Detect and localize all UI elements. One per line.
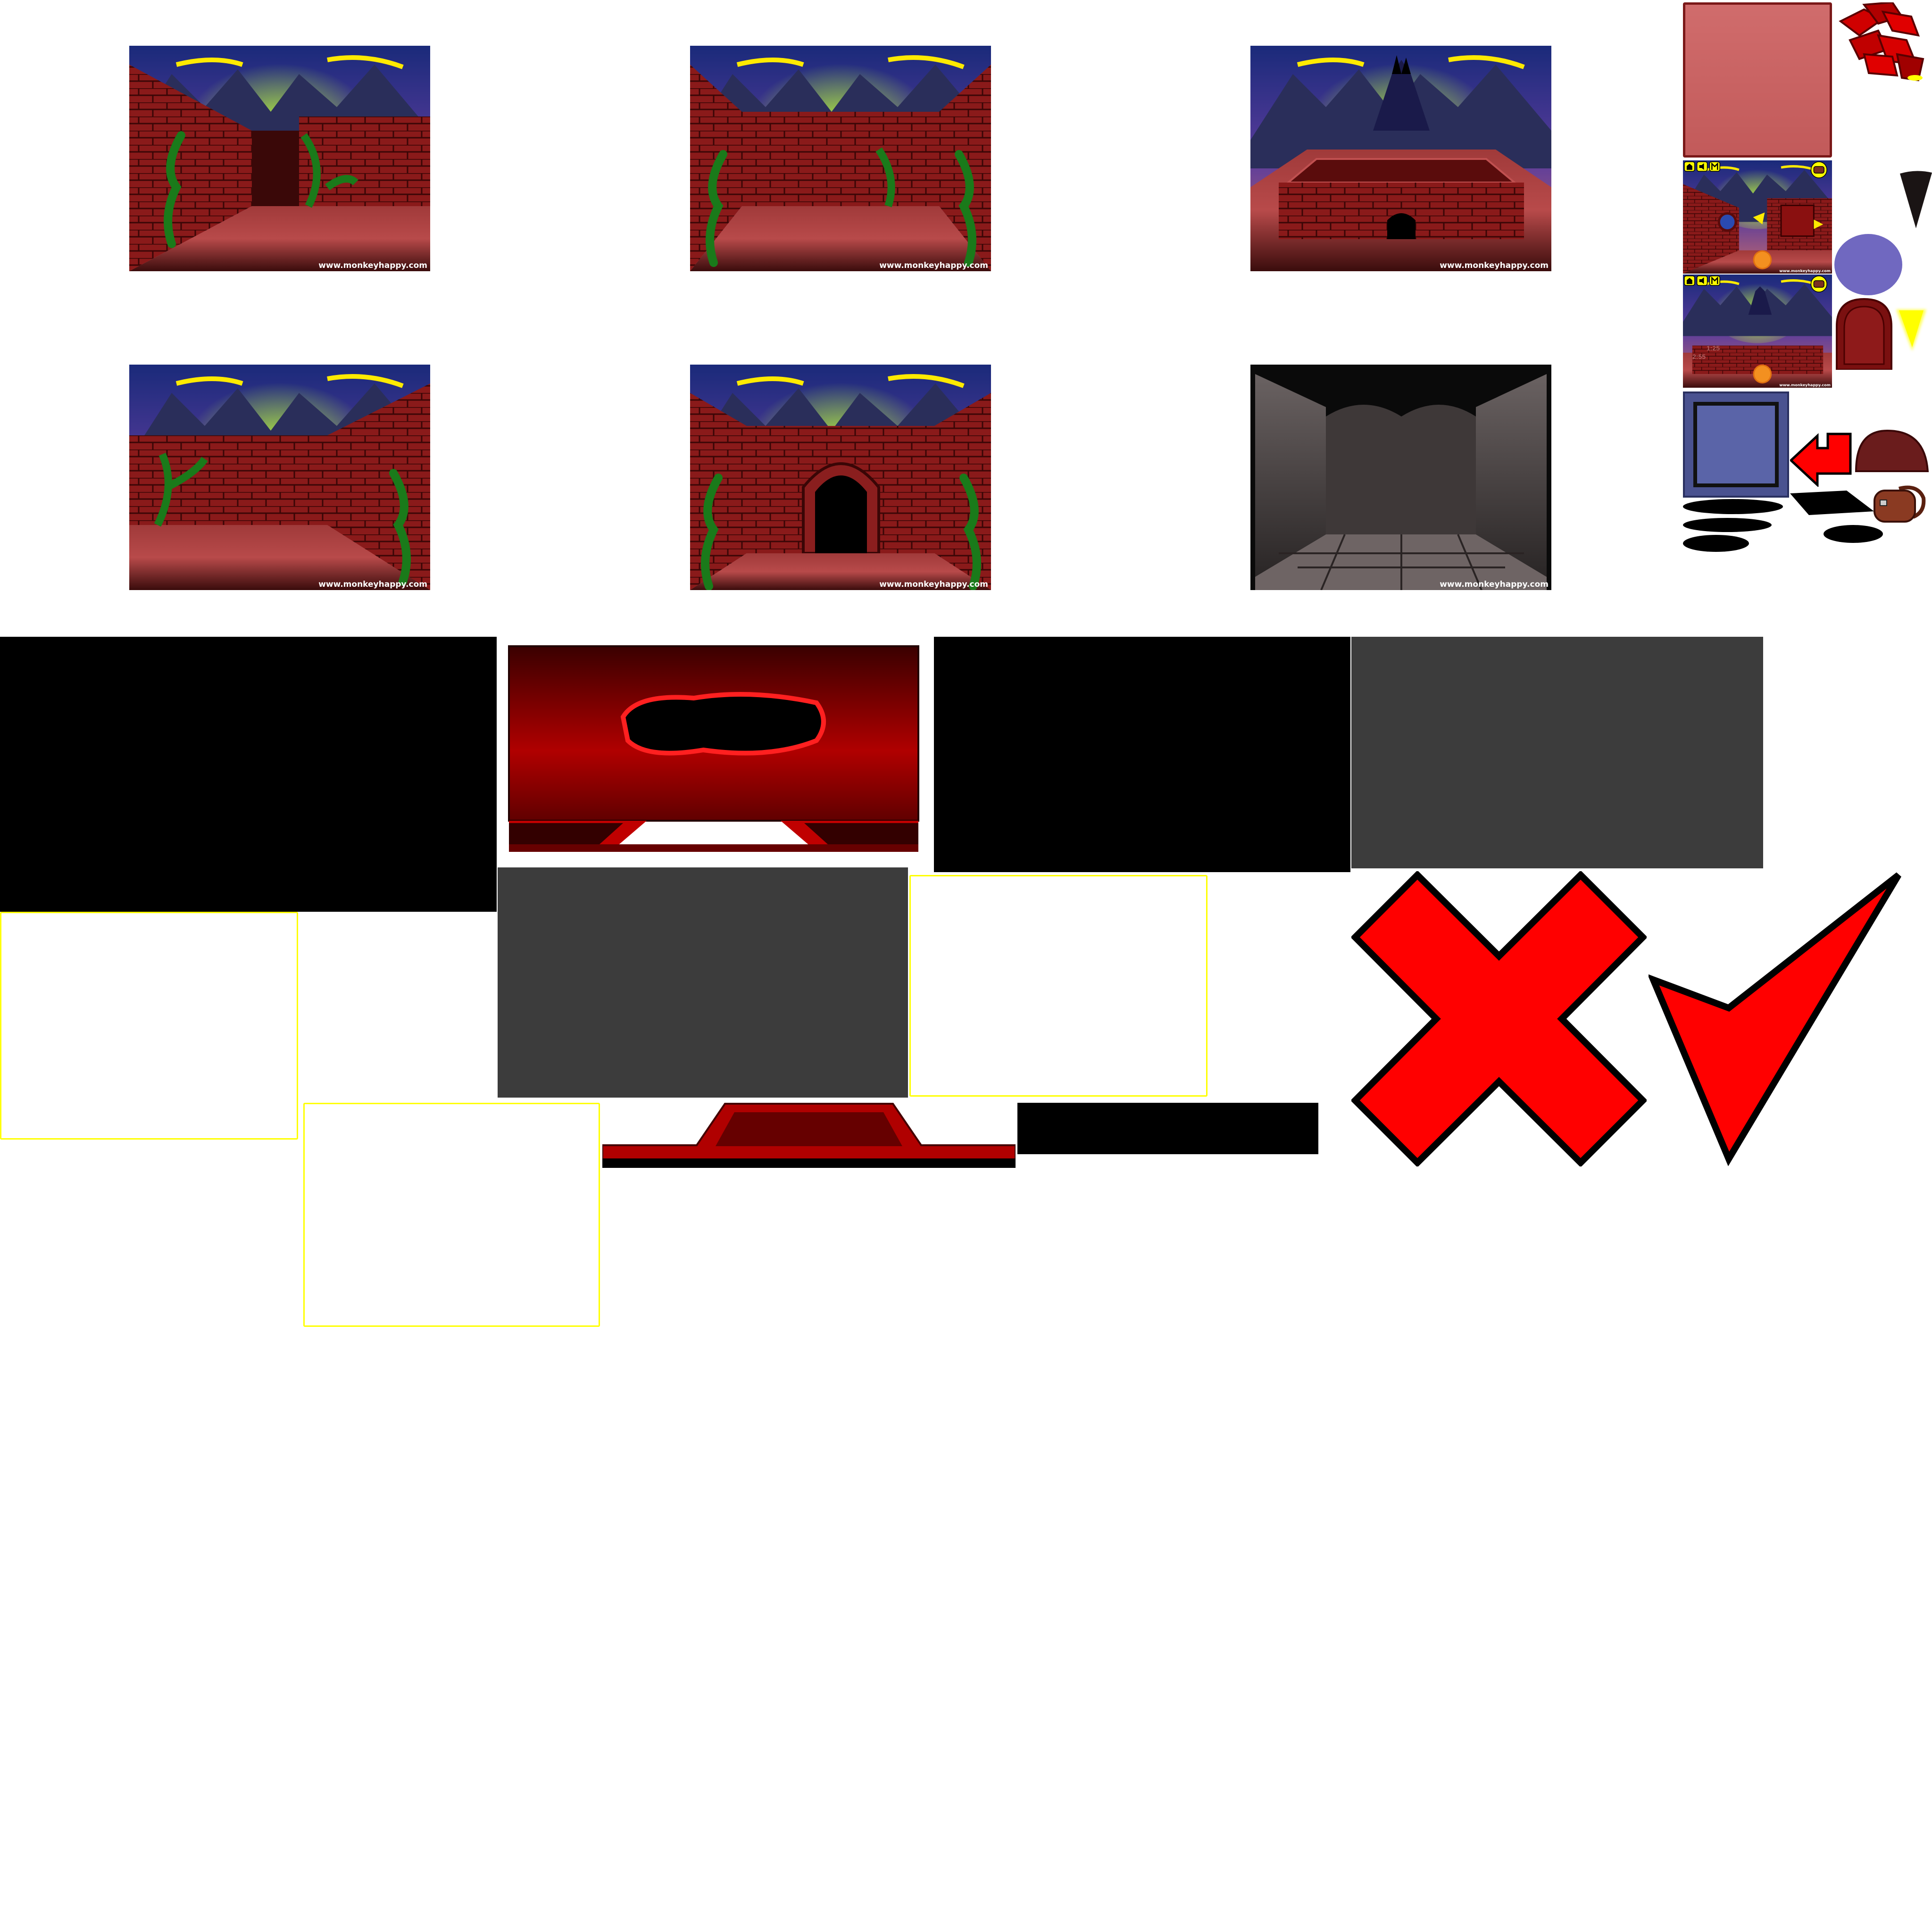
watermark: www.monkeyhappy.com — [1440, 261, 1549, 270]
blue-panel-inner — [1693, 402, 1779, 487]
blue-panel — [1683, 391, 1789, 498]
gray-panel — [1351, 637, 1763, 868]
white-card-yellow-border — [0, 912, 298, 1140]
watermark: www.monkeyhappy.com — [879, 580, 988, 589]
black-bar — [1017, 1103, 1318, 1154]
purple-ellipse — [1834, 234, 1902, 295]
preview-castle-gate: www.monkeyhappy.com 1:25 2:55 — [1683, 275, 1832, 388]
scene-artwork — [129, 46, 430, 271]
red-back-arrow-icon — [1790, 433, 1852, 487]
red-check-correct-icon — [1649, 872, 1902, 1166]
scene-artwork — [690, 365, 991, 590]
scene-artwork — [690, 46, 991, 271]
shadow-parallelogram — [1790, 491, 1874, 515]
counter-bottom: 2:55 — [1692, 353, 1706, 360]
shadow-ellipse — [1683, 535, 1749, 552]
watermark: www.monkeyhappy.com — [1440, 580, 1549, 589]
black-triangle-pointer-icon — [1900, 171, 1932, 228]
shadow-ellipse — [1683, 518, 1772, 532]
preview-artwork — [1683, 160, 1832, 274]
yellow-triangle-arrow-icon — [1896, 309, 1926, 351]
red-ornate-bar — [602, 1103, 1016, 1168]
preview-artwork — [1683, 275, 1832, 388]
scene-maze-tunnel-door: www.monkeyhappy.com — [690, 365, 991, 590]
watermark: www.monkeyhappy.com — [318, 261, 427, 270]
black-overlay-panel — [0, 637, 497, 912]
preview-maze-room: www.monkeyhappy.com — [1683, 160, 1832, 274]
watermark: www.monkeyhappy.com — [1779, 269, 1831, 273]
red-x-wrong-icon — [1351, 871, 1647, 1166]
shadow-ellipse — [1683, 499, 1783, 514]
scene-maze-corridor-left-turn: www.monkeyhappy.com — [129, 46, 430, 271]
watermark: www.monkeyhappy.com — [1779, 383, 1831, 387]
watermark: www.monkeyhappy.com — [879, 261, 988, 270]
gray-panel — [498, 867, 908, 1098]
red-arch-door-icon — [1836, 298, 1892, 370]
scene-maze-castle-overview: www.monkeyhappy.com — [1250, 46, 1551, 271]
shadow-ellipse — [1824, 525, 1883, 543]
white-card-yellow-border — [909, 875, 1208, 1097]
scene-artwork — [1250, 46, 1551, 271]
scene-maze-dead-end: www.monkeyhappy.com — [690, 46, 991, 271]
pink-panel — [1683, 2, 1832, 158]
white-card-yellow-border — [303, 1103, 600, 1327]
satchel-bag-icon — [1874, 485, 1926, 523]
watermark: www.monkeyhappy.com — [318, 580, 427, 589]
scene-stone-dungeon: www.monkeyhappy.com — [1250, 365, 1551, 590]
black-panel — [934, 637, 1350, 872]
scene-artwork — [129, 365, 430, 590]
brown-cap-icon — [1855, 429, 1929, 472]
scene-artwork — [1250, 365, 1551, 590]
scene-maze-corridor-right-turn: www.monkeyhappy.com — [129, 365, 430, 590]
red-ornate-frame — [508, 645, 919, 852]
counter-top: 1:25 — [1707, 344, 1720, 352]
red-gems-pile-icon — [1839, 2, 1924, 82]
